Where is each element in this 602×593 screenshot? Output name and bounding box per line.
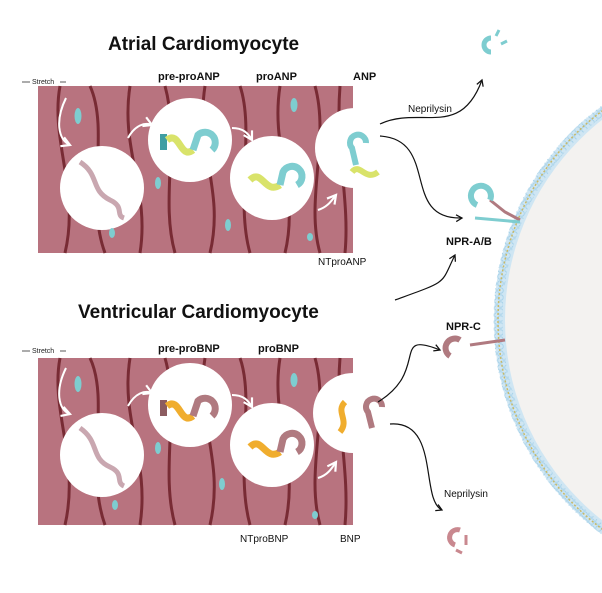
bnp-npr-c-arrow (377, 344, 442, 403)
pro-label: proBNP (258, 343, 299, 355)
bnp-degradation-arrow (389, 423, 444, 512)
pro-label: proANP (256, 71, 297, 83)
pre-pro-peptide-icon (160, 128, 219, 156)
anp-degradation-arrow (379, 78, 484, 125)
target-cell (493, 105, 602, 535)
anp-peptide-icon (347, 131, 380, 178)
vesicle-icons (74, 373, 318, 519)
mature-label: ANP (353, 71, 376, 83)
stretch-label: Stretch (22, 78, 66, 86)
neprilysin-label: Neprilysin (408, 104, 452, 115)
pre-pro-label: pre-proBNP (158, 343, 220, 355)
cell-cytoplasm (505, 119, 602, 521)
dna-circle (60, 146, 144, 230)
mature-label: BNP (340, 534, 361, 545)
pro-circle (230, 403, 314, 487)
pro-peptide-icon (247, 162, 306, 191)
ventricular-panel: Ventricular Cardiomyocyte Stretch (22, 302, 393, 545)
cell-membrane-bilayer (493, 105, 602, 535)
process-arrows (58, 367, 338, 479)
bnp-npr-ab-arrow (394, 253, 457, 301)
nt-label: NTproANP (318, 257, 367, 268)
npr-c-label: NPR-C (446, 321, 481, 333)
anp-receptor-arrow (379, 135, 464, 223)
pre-pro-label: pre-proANP (158, 71, 220, 83)
pathway-arrows (377, 78, 484, 512)
degraded-anp-icon (481, 29, 508, 55)
dna-helix-icon (78, 425, 126, 489)
npr-c-receptor-icon (442, 335, 506, 359)
pro-peptide-icon (247, 429, 306, 458)
pre-pro-circle (148, 363, 232, 447)
atrial-panel: Atrial Cardiomyocyte Stretch (22, 34, 395, 268)
pathways: Neprilysin Neprilysin NPR-A/B NPR-C (377, 29, 521, 555)
stretch-text: Stretch (32, 79, 54, 86)
npr-ab-receptor-icon (467, 182, 521, 224)
pre-pro-peptide-icon (160, 394, 219, 422)
atrial-title: Atrial Cardiomyocyte (108, 34, 299, 55)
bnp-peptide-icon (337, 395, 385, 434)
pre-pro-circle (148, 98, 232, 182)
npr-ab-label: NPR-A/B (446, 236, 492, 248)
stretch-text: Stretch (32, 348, 54, 355)
neprilysin-label: Neprilysin (444, 489, 488, 500)
nt-label: NTproBNP (240, 534, 289, 545)
ventricular-title: Ventricular Cardiomyocyte (78, 302, 319, 323)
dna-helix-icon (78, 159, 126, 221)
pro-circle (230, 136, 314, 220)
vesicle-icons (74, 98, 313, 241)
stretch-label: Stretch (22, 347, 66, 355)
mature-circle (313, 373, 393, 453)
degraded-bnp-icon (447, 527, 468, 555)
process-arrows (58, 97, 338, 211)
dna-circle (60, 413, 144, 497)
